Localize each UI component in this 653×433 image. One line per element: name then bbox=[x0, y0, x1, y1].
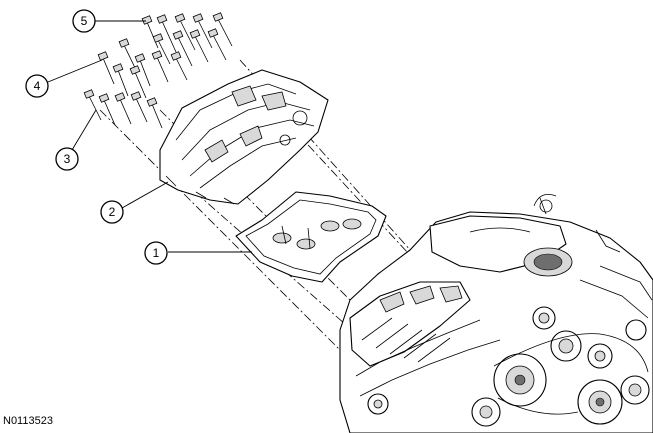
bolt-group-top bbox=[141, 12, 233, 67]
bolt bbox=[170, 51, 188, 81]
bolt-group-lower bbox=[83, 89, 163, 129]
bolt bbox=[118, 38, 138, 73]
callout-5: 5 bbox=[72, 9, 96, 33]
callout-2: 2 bbox=[100, 200, 124, 224]
bolt bbox=[151, 50, 169, 83]
bolt bbox=[114, 92, 132, 125]
callout-1: 1 bbox=[144, 241, 168, 265]
accessory-pulleys bbox=[471, 306, 650, 427]
intake-gasket bbox=[235, 191, 387, 283]
figure-id-label: N0113523 bbox=[3, 415, 53, 427]
bolt bbox=[98, 93, 116, 126]
callout-3-label: 3 bbox=[64, 152, 71, 166]
bolt bbox=[146, 97, 163, 129]
bolt bbox=[156, 14, 177, 53]
callout-4: 4 bbox=[25, 74, 49, 98]
bolt bbox=[130, 91, 148, 123]
bolt bbox=[212, 12, 233, 47]
bolt bbox=[174, 13, 196, 51]
bolt bbox=[112, 63, 129, 97]
bolt bbox=[189, 29, 209, 63]
bolt-group-middle bbox=[97, 38, 188, 99]
engine-assembly bbox=[339, 193, 653, 433]
bolt bbox=[207, 28, 227, 61]
bolt bbox=[134, 53, 151, 87]
bolt bbox=[152, 33, 171, 65]
intake-manifold bbox=[159, 69, 329, 205]
bolt bbox=[192, 13, 213, 49]
callout-3: 3 bbox=[55, 147, 79, 171]
bolt bbox=[97, 51, 115, 85]
callout-4-label: 4 bbox=[34, 79, 41, 93]
callout-5-label: 5 bbox=[81, 14, 88, 28]
bolt bbox=[83, 89, 102, 121]
bolt bbox=[129, 65, 147, 99]
bolt bbox=[172, 30, 193, 67]
bolt bbox=[141, 15, 159, 49]
callout-leaders bbox=[47, 20, 252, 253]
callout-2-label: 2 bbox=[109, 205, 116, 219]
callout-1-label: 1 bbox=[153, 246, 160, 260]
